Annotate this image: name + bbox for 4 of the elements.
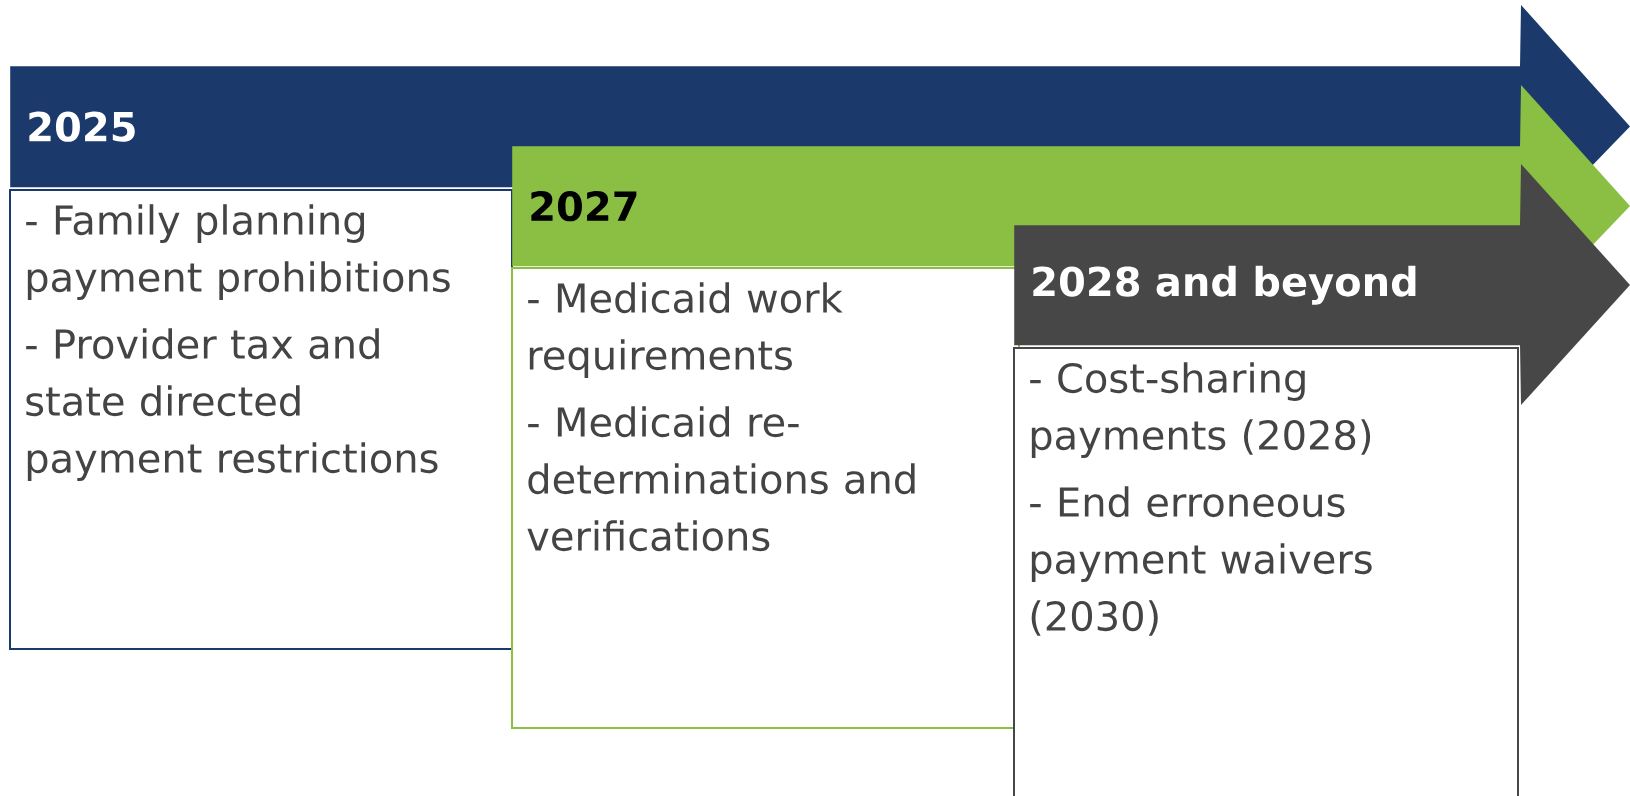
text-box: - Family planning payment prohibitions - Provider tax and state directed payment restrictions <box>9 189 513 650</box>
text-box: - Medicaid work requirements - Medicaid re-determinations and verifications <box>511 267 1020 729</box>
node-label: 2028 and beyond <box>1033 265 1416 305</box>
text-box: - Cost-sharing payments (2028) - End erroneous payment waivers (2030) <box>1013 347 1519 796</box>
